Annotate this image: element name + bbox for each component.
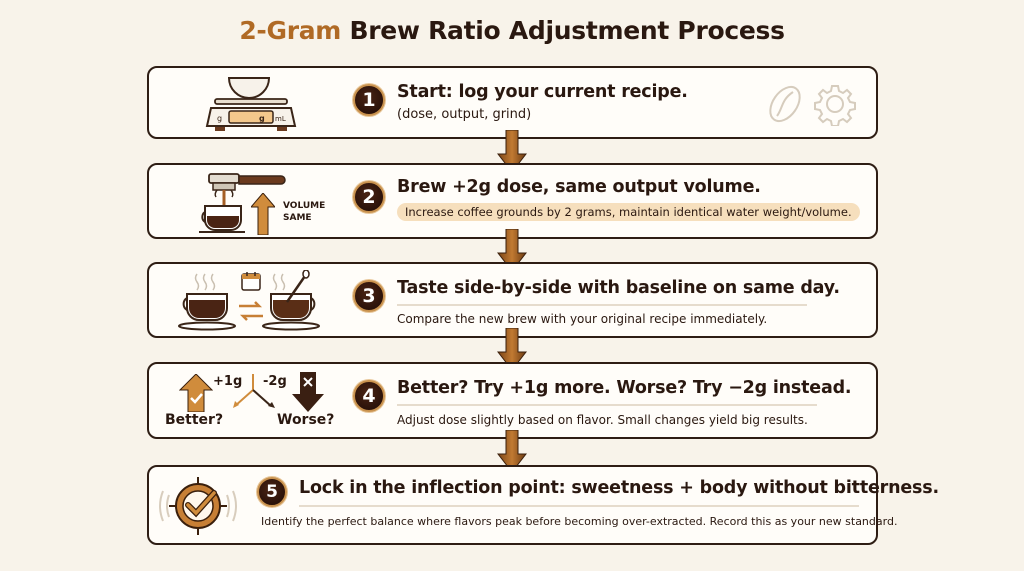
svg-text:mL: mL <box>275 115 286 123</box>
step-3-heading: Taste side-by-side with baseline on same… <box>397 278 840 298</box>
same-label: SAME <box>283 213 312 223</box>
step-3-card: 3 Taste side-by-side with baseline on sa… <box>147 262 878 338</box>
arrow-down-x-icon <box>292 372 324 412</box>
gear-icon <box>814 85 856 126</box>
arrow-up-check-icon <box>179 374 213 412</box>
svg-text:g: g <box>217 114 222 123</box>
step-5-divider <box>299 505 859 507</box>
step-2-card: VOLUME SAME 2 Brew +2g dose, same output… <box>147 163 878 239</box>
coffee-cup-spoon-icon <box>262 270 320 331</box>
volume-label: VOLUME <box>283 201 326 211</box>
better-label: Better? <box>165 412 224 428</box>
scale-icon: g g mL <box>205 77 297 131</box>
plus-1g-label: +1g <box>213 374 243 389</box>
step-4-divider <box>397 404 817 406</box>
step-2-heading: Brew +2g dose, same output volume. <box>397 177 761 197</box>
fork-arrows-icon <box>233 374 275 408</box>
step-3-detail: Compare the new brew with your original … <box>397 312 768 326</box>
flow-arrow-icon <box>497 430 527 473</box>
page-title: 2-Gram Brew Ratio Adjustment Process <box>0 16 1024 45</box>
arrow-up-icon <box>251 193 275 235</box>
title-accent: 2-Gram <box>239 16 342 45</box>
title-rest: Brew Ratio Adjustment Process <box>341 16 785 45</box>
step-4-detail: Adjust dose slightly based on flavor. Sm… <box>397 413 808 427</box>
step-2-detail: Increase coffee grounds by 2 grams, main… <box>397 203 860 221</box>
step-4-heading: Better? Try +1g more. Worse? Try −2g ins… <box>397 378 852 398</box>
step-3-divider <box>397 304 807 306</box>
flow-arrow-icon <box>497 328 527 371</box>
step-5-card: 5 Lock in the inflection point: sweetnes… <box>147 465 939 545</box>
step-4-badge: 4 <box>353 380 385 412</box>
step-5-detail: Identify the perfect balance where flavo… <box>261 515 898 528</box>
step-2-detail-pill: Increase coffee grounds by 2 grams, main… <box>397 203 860 221</box>
step-4-card: +1g -2g Better? Worse? 4 Better? Try +1g… <box>147 362 878 439</box>
step-3-badge: 3 <box>353 280 385 312</box>
step-1-heading: Start: log your current recipe. <box>397 82 688 102</box>
step-5-badge: 5 <box>257 477 287 507</box>
step-5-heading: Lock in the inflection point: sweetness … <box>299 478 939 498</box>
worse-label: Worse? <box>277 412 335 428</box>
target-check-icon <box>159 477 237 535</box>
step-1-detail: (dose, output, grind) <box>397 107 532 122</box>
minus-2g-label: -2g <box>263 374 287 389</box>
step-1-badge: 1 <box>353 84 385 116</box>
coffee-cup-icon <box>178 273 236 331</box>
step-1-card: g g mL 1 Start: log your current recipe.… <box>147 66 878 139</box>
espresso-portafilter-icon <box>199 173 286 233</box>
svg-text:g: g <box>259 114 265 123</box>
coffee-bean-icon <box>769 85 801 123</box>
step-2-badge: 2 <box>353 181 385 213</box>
swap-arrows-icon <box>239 301 263 321</box>
calendar-icon <box>241 272 261 291</box>
